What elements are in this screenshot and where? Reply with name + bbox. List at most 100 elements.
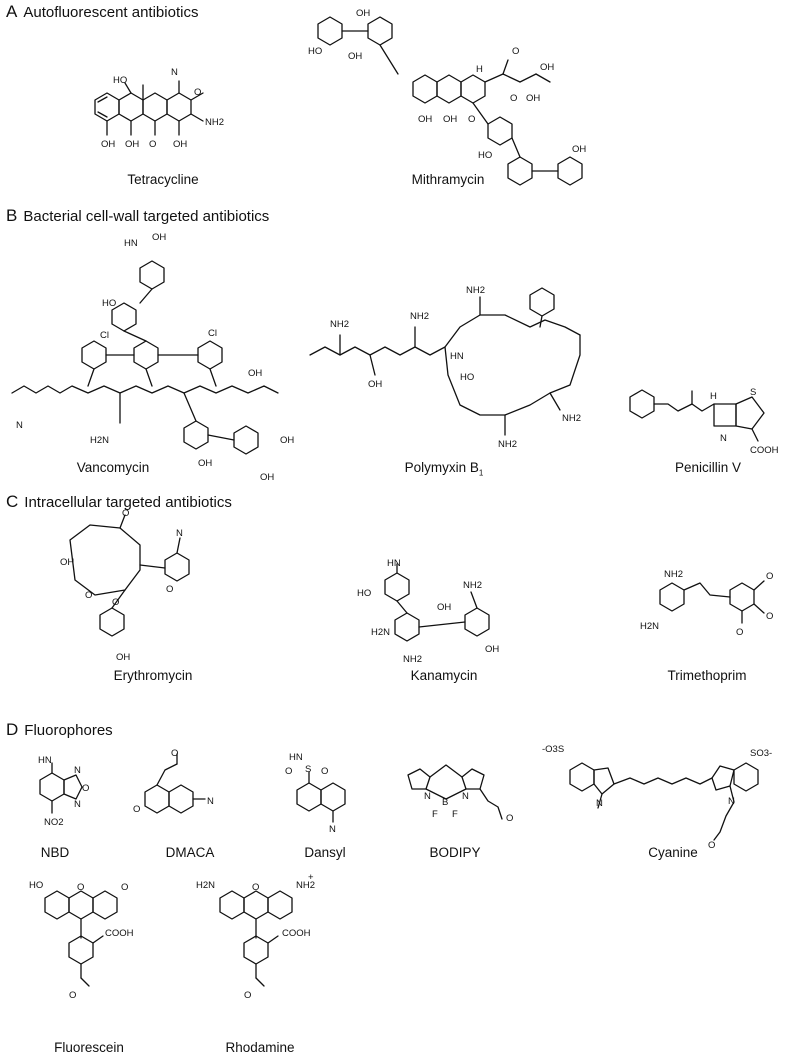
atom-label: O (285, 766, 292, 777)
kanamycin-label: Kanamycin (410, 668, 478, 683)
atom-label: COOH (105, 928, 134, 939)
atom-label: O (468, 114, 475, 125)
tetracycline-label: Tetracycline (127, 172, 199, 187)
section-title: Bacterial cell-wall targeted antibiotics (23, 208, 270, 225)
bodipy-structure: B F F N N O (398, 755, 518, 830)
penicillin-structure: H S N COOH (612, 385, 787, 465)
section-d-heading: D Fluorophores (6, 720, 113, 740)
atom-label: N (74, 799, 81, 810)
atom-label: Cl (100, 330, 109, 341)
atom-label: H (476, 64, 483, 75)
atom-label: HN (450, 351, 464, 362)
section-letter: B (6, 206, 18, 225)
atom-label: HN (387, 558, 401, 569)
atom-label: -O3S (542, 744, 564, 755)
polymyxin-structure: NH2 NH2 NH2 OH HO NH2 NH2 HN (290, 275, 610, 460)
atom-label: HN (124, 238, 138, 249)
atom-label: NH2 (296, 880, 315, 891)
cyanine-label: Cyanine (648, 845, 698, 860)
atom-label: OH (248, 368, 262, 379)
atom-label: O (510, 93, 517, 104)
atom-label: OH (526, 93, 540, 104)
atom-label: HO (460, 372, 474, 383)
atom-label: Cl (208, 328, 217, 339)
atom-label: HN (38, 755, 52, 766)
atom-label: N (728, 796, 735, 807)
atom-label: H2N (90, 435, 109, 446)
atom-label: HO (102, 298, 116, 309)
atom-label: OH (260, 472, 274, 483)
atom-label: O (112, 597, 119, 608)
tetracycline-structure: HO N O NH2 OH OH O OH (85, 55, 235, 170)
atom-label: S (750, 387, 756, 398)
atom-label: OH (116, 652, 130, 663)
atom-label: OH (152, 232, 166, 243)
atom-label: O (122, 508, 129, 519)
atom-label: N (207, 796, 214, 807)
polymyxin-subscript: 1 (478, 468, 484, 478)
atom-label: NH2 (562, 413, 581, 424)
atom-label: O (512, 46, 519, 57)
atom-label: NO2 (44, 817, 64, 828)
cyanine-structure: -O3S SO3- N N O (540, 740, 785, 855)
atom-label: O (708, 840, 715, 851)
atom-label: O (77, 882, 84, 893)
atom-label: OH (443, 114, 457, 125)
atom-label: N (720, 433, 727, 444)
atom-label: N (596, 798, 603, 809)
atom-label: NH2 (330, 319, 349, 330)
atom-label: S (305, 764, 311, 775)
atom-label: HO (308, 46, 322, 57)
polymyxin-label: Polymyxin B1 (374, 460, 514, 478)
section-letter: A (6, 2, 18, 21)
section-title: Fluorophores (24, 722, 113, 739)
atom-label: NH2 (498, 439, 517, 450)
atom-label: HO (357, 588, 371, 599)
atom-label: N (424, 791, 431, 802)
atom-label: NH2 (664, 569, 683, 580)
trimethoprim-structure: NH2 H2N O O O (640, 565, 790, 655)
bodipy-label: BODIPY (429, 845, 481, 860)
atom-label: OH (125, 139, 139, 150)
atom-label: O (766, 611, 773, 622)
rhodamine-structure: H2N O NH2 + COOH O (190, 872, 350, 1023)
section-letter: D (6, 720, 19, 739)
atom-label: COOH (282, 928, 311, 939)
atom-label: N (171, 67, 178, 78)
atom-label: NH2 (205, 117, 224, 128)
atom-label: OH (60, 557, 74, 568)
atom-label: OH (173, 139, 187, 150)
atom-label: HO (113, 75, 127, 86)
atom-label: NH2 (410, 311, 429, 322)
atom-label: OH (198, 458, 212, 469)
atom-label: O (133, 804, 140, 815)
dmaca-structure: O O N (125, 748, 245, 837)
atom-label: SO3- (750, 748, 772, 759)
fluorescein-structure: HO O O COOH O (25, 878, 175, 1023)
atom-label: NH2 (466, 285, 485, 296)
atom-label: OH (356, 8, 370, 19)
erythromycin-label: Erythromycin (113, 668, 193, 683)
atom-label: F (452, 809, 458, 820)
atom-label: HO (29, 880, 43, 891)
atom-label: COOH (750, 445, 779, 456)
fluorescein-label: Fluorescein (54, 1040, 124, 1055)
atom-label: N (176, 528, 183, 539)
atom-label: N (74, 765, 81, 776)
atom-label: OH (418, 114, 432, 125)
nbd-label: NBD (40, 845, 70, 860)
atom-label: O (171, 748, 178, 759)
atom-label: O (82, 783, 89, 794)
atom-label: N (329, 824, 336, 835)
atom-label: H2N (640, 621, 659, 632)
rhodamine-label: Rhodamine (225, 1040, 295, 1055)
polymyxin-name: Polymyxin B (404, 460, 479, 475)
atom-label: O (121, 882, 128, 893)
atom-label: HO (478, 150, 492, 161)
atom-label: O (85, 590, 92, 601)
nbd-structure: HN N O N NO2 (18, 755, 98, 840)
atom-label: OH (437, 602, 451, 613)
vancomycin-label: Vancomycin (76, 460, 150, 475)
